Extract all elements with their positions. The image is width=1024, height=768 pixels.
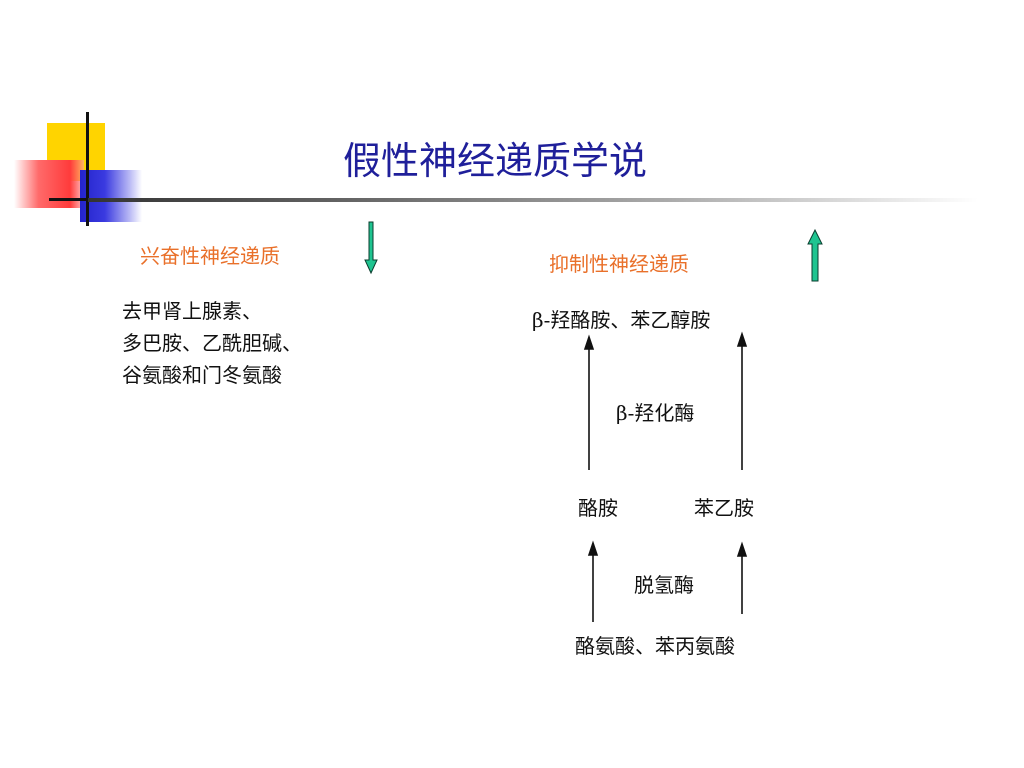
down-arrow-icon — [364, 221, 378, 275]
top-products: β-羟酪胺、苯乙醇胺 — [532, 308, 711, 332]
inhibitory-heading: 抑制性神经递质 — [549, 252, 689, 276]
up-arrow-icon — [807, 228, 823, 282]
excitatory-heading: 兴奋性神经递质 — [140, 244, 280, 268]
enzyme-dehydrogenase: 脱氢酶 — [634, 573, 694, 597]
logo-horizontal-line — [49, 198, 109, 201]
excitatory-list: 去甲肾上腺素、 多巴胺、乙酰胆碱、 谷氨酸和门冬氨酸 — [122, 299, 302, 387]
title-underline — [88, 198, 978, 202]
logo-vertical-line — [86, 112, 89, 226]
phenylethylamine-label: 苯乙胺 — [694, 496, 754, 520]
tyramine-label: 酪胺 — [578, 496, 618, 520]
logo-blue-block — [80, 170, 142, 222]
bottom-sources: 酪氨酸、苯丙氨酸 — [575, 634, 735, 658]
page-title: 假性神经递质学说 — [342, 139, 647, 183]
enzyme-hydroxylase: β-羟化酶 — [616, 401, 695, 425]
